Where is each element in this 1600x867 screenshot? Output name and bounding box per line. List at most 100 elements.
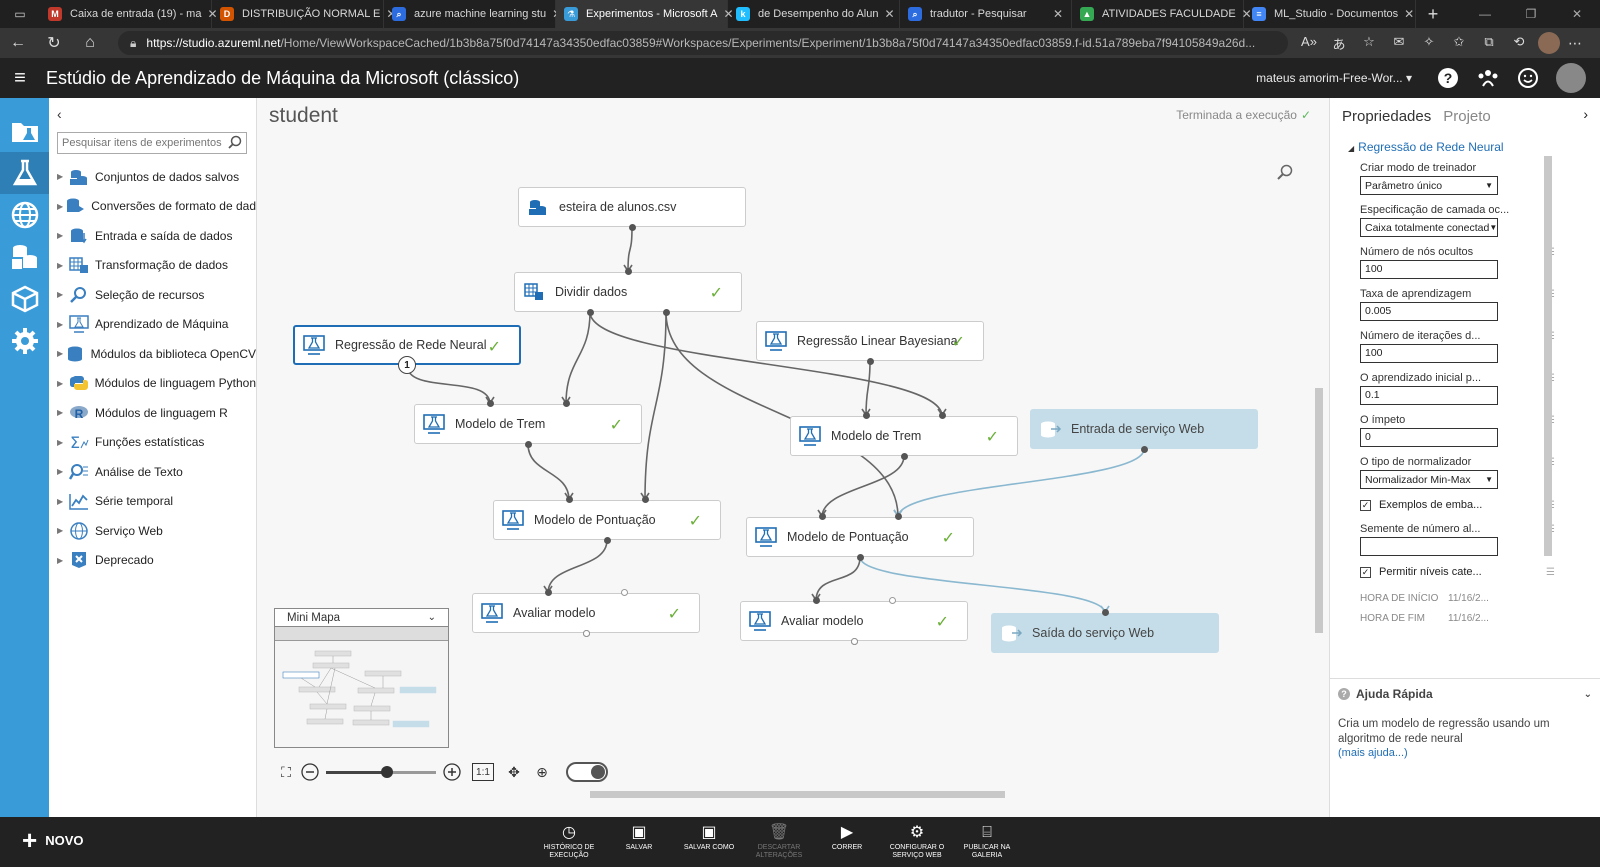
- output-port[interactable]: [628, 224, 636, 231]
- properties-scrollbar[interactable]: [1543, 136, 1553, 676]
- discard-button[interactable]: 🗑︎ DESCARTAR ALTERAÇÕES: [744, 823, 814, 860]
- palette-category[interactable]: ▶Módulos de linguagem Python: [49, 369, 256, 399]
- hidden-nodes-input[interactable]: 100: [1360, 260, 1498, 279]
- module-dataset[interactable]: esteira de alunos.csv: [518, 187, 746, 227]
- expand-arrow-icon[interactable]: ▶: [57, 437, 64, 447]
- run-button[interactable]: ▶ CORRER: [812, 823, 882, 852]
- help-icon[interactable]: ?: [1428, 64, 1468, 92]
- output-port[interactable]: [582, 630, 590, 637]
- home-icon[interactable]: ⌂: [85, 34, 95, 51]
- read-aloud-icon[interactable]: A»: [1301, 33, 1317, 49]
- settings-icon[interactable]: [0, 320, 49, 362]
- initial-weights-input[interactable]: 0.1: [1360, 386, 1498, 405]
- fit-selection-icon[interactable]: ⛶: [281, 763, 291, 780]
- browser-tab[interactable]: ⌕tradutor - Pesquisar✕: [900, 0, 1072, 28]
- param-range-icon[interactable]: ☰: [1546, 566, 1555, 578]
- fit-to-screen-icon[interactable]: ✥: [508, 763, 520, 780]
- input-port[interactable]: [486, 400, 494, 407]
- expand-arrow-icon[interactable]: ▶: [57, 290, 64, 300]
- browser-tab[interactable]: ⌕azure machine learning stu✕: [384, 0, 562, 28]
- expand-arrow-icon[interactable]: ▶: [57, 319, 64, 329]
- run-history-button[interactable]: ◷ HISTÓRICO DE EXECUÇÃO: [534, 823, 604, 860]
- tab-project[interactable]: Projeto: [1443, 108, 1491, 125]
- output-port[interactable]: [856, 554, 864, 561]
- module-bayes[interactable]: Regressão Linear Bayesiana✓: [756, 321, 984, 361]
- close-tab-icon[interactable]: ✕: [1404, 7, 1415, 21]
- back-icon[interactable]: ←: [10, 34, 26, 51]
- setup-web-service-button[interactable]: ⚙ CONFIGURAR O SERVIÇO WEB: [882, 823, 952, 860]
- minimap[interactable]: Mini Mapa ⌄: [274, 608, 449, 748]
- shuffle-checkbox[interactable]: ✓: [1360, 499, 1371, 511]
- search-icon[interactable]: [228, 135, 242, 152]
- output-port[interactable]: [662, 309, 670, 316]
- palette-category[interactable]: ▶Série temporal: [49, 487, 256, 517]
- canvas-mode-toggle[interactable]: [566, 762, 608, 782]
- input-port[interactable]: [938, 412, 946, 419]
- output-port[interactable]: [866, 358, 874, 365]
- input-port[interactable]: [862, 412, 870, 419]
- module-train2[interactable]: Modelo de Trem✓: [790, 416, 1018, 456]
- actual-size-button[interactable]: 1:1: [472, 763, 494, 781]
- web-services-icon[interactable]: [0, 194, 49, 236]
- shuffle-checkbox-row[interactable]: ✓ Exemplos de emba... ☰: [1360, 496, 1560, 514]
- palette-category[interactable]: ▶Transformação de dados: [49, 251, 256, 281]
- save-as-button[interactable]: ▣ SALVAR COMO: [674, 823, 744, 852]
- new-tab-icon[interactable]: +: [1427, 3, 1439, 24]
- datasets-icon[interactable]: [0, 236, 49, 278]
- favorites-bar-icon[interactable]: ✩: [1453, 33, 1465, 49]
- hidden-spec-select[interactable]: Caixa totalmente conectad▼: [1360, 218, 1498, 237]
- input-port[interactable]: [565, 496, 573, 503]
- palette-category[interactable]: ▶Entrada e saída de dados: [49, 221, 256, 251]
- output-port[interactable]: [900, 453, 908, 460]
- module-score2[interactable]: Modelo de Pontuação✓: [746, 517, 974, 557]
- output-port[interactable]: [524, 441, 532, 448]
- close-tab-icon[interactable]: ✕: [207, 7, 218, 21]
- close-tab-icon[interactable]: ✕: [1052, 7, 1063, 21]
- browser-tab[interactable]: ▲ATIVIDADES FACULDADE✕: [1072, 0, 1252, 28]
- output-port[interactable]: [603, 537, 611, 544]
- learning-rate-input[interactable]: 0.005: [1360, 302, 1498, 321]
- vertical-scrollbar[interactable]: [1314, 138, 1324, 778]
- expand-arrow-icon[interactable]: ▶: [57, 231, 64, 241]
- properties-section-header[interactable]: ◢Regressão de Rede Neural: [1348, 140, 1504, 154]
- browser-tab[interactable]: ≡ML_Studio - Documentos✕: [1244, 0, 1416, 28]
- vertical-scroll-thumb[interactable]: [1315, 388, 1323, 633]
- menu-icon[interactable]: ≡: [14, 66, 26, 89]
- palette-category[interactable]: ▶Conversões de formato de dad: [49, 192, 256, 222]
- palette-category[interactable]: ▶Serviço Web: [49, 516, 256, 546]
- refresh-icon[interactable]: ↻: [47, 35, 61, 52]
- expand-arrow-icon[interactable]: ▶: [57, 378, 64, 388]
- module-score1[interactable]: Modelo de Pontuação✓: [493, 500, 721, 540]
- browser-profile-avatar[interactable]: [1538, 32, 1560, 54]
- zoom-slider[interactable]: [326, 765, 436, 778]
- input-port[interactable]: [818, 513, 826, 520]
- sync-icon[interactable]: ⟲: [1513, 33, 1525, 49]
- browser-tab[interactable]: ⚗Experimentos - Microsoft A✕: [556, 0, 734, 28]
- experiment-canvas[interactable]: student Terminada a execução✓ esteira de…: [257, 98, 1329, 817]
- close-tab-icon[interactable]: ✕: [723, 7, 734, 21]
- minimize-icon[interactable]: —: [1479, 7, 1491, 21]
- output-port[interactable]: [850, 638, 858, 645]
- workspace-selector[interactable]: mateus amorim-Free-Wor... ▾: [1256, 71, 1412, 85]
- trained-models-icon[interactable]: [0, 278, 49, 320]
- more-help-link[interactable]: (mais ajuda...): [1338, 747, 1408, 759]
- outlook-icon[interactable]: ✉: [1393, 33, 1405, 49]
- module-nn[interactable]: Regressão de Rede Neural✓: [293, 325, 521, 365]
- close-window-icon[interactable]: ✕: [1571, 7, 1583, 21]
- input-port[interactable]: [624, 268, 632, 275]
- normalizer-select[interactable]: Normalizador Min-Max▼: [1360, 470, 1498, 489]
- favorite-icon[interactable]: ☆: [1363, 33, 1375, 49]
- projects-icon[interactable]: [0, 110, 49, 152]
- palette-category[interactable]: ▶Aprendizado de Máquina: [49, 310, 256, 340]
- expand-arrow-icon[interactable]: ▶: [57, 408, 64, 418]
- expand-arrow-icon[interactable]: ▶: [57, 349, 64, 359]
- experiments-icon[interactable]: [0, 152, 49, 194]
- palette-category[interactable]: ▶Conjuntos de dados salvos: [49, 162, 256, 192]
- palette-category[interactable]: ▶Módulos da biblioteca OpenCV: [49, 339, 256, 369]
- canvas-search-icon[interactable]: [1277, 164, 1293, 185]
- expand-arrow-icon[interactable]: ▶: [57, 260, 64, 270]
- unknown-levels-checkbox[interactable]: ✓: [1360, 566, 1371, 578]
